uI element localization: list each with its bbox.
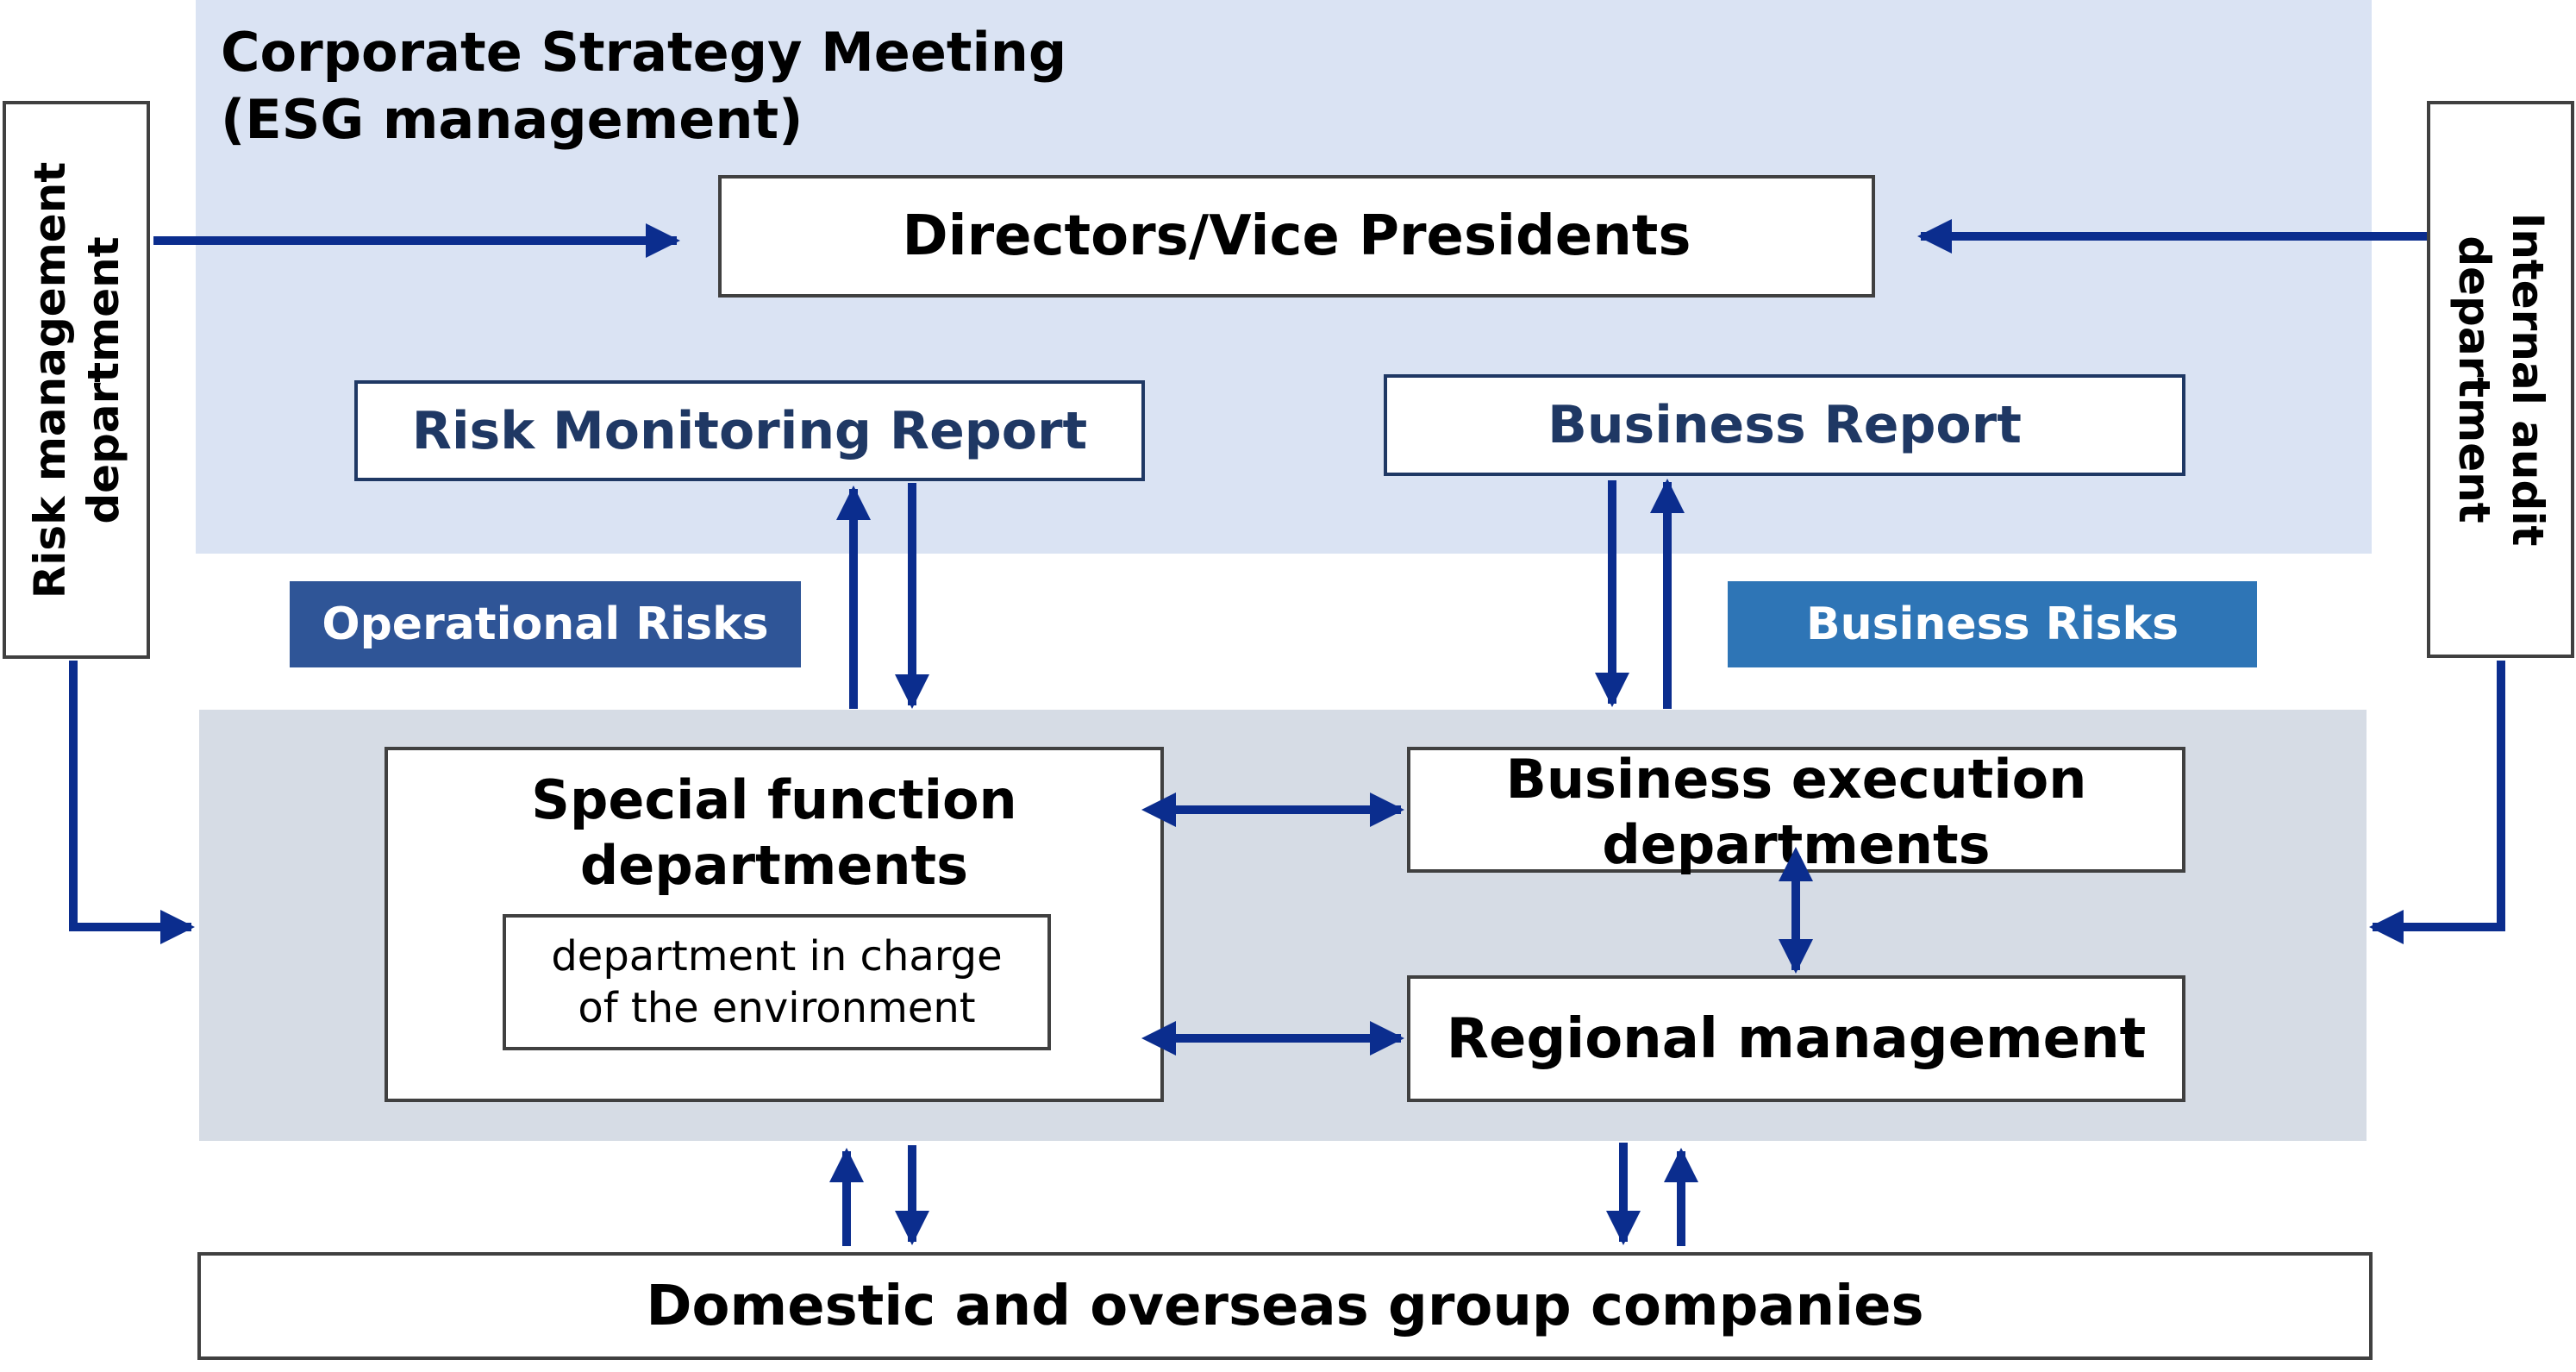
directors-label: Directors/Vice Presidents xyxy=(902,204,1691,268)
business-execution-line-1: Business execution xyxy=(1505,748,2087,811)
environment-department-line-2: of the environment xyxy=(578,984,976,1032)
operational-risks-tag: Operational Risks xyxy=(290,581,801,667)
risk-monitoring-report-label: Risk Monitoring Report xyxy=(411,400,1088,461)
business-report-box: Business Report xyxy=(1384,374,2185,476)
business-report-label: Business Report xyxy=(1547,395,2022,455)
audit-to-departments-arrow xyxy=(2369,661,2505,944)
panel-title: Corporate Strategy Meeting (ESG manageme… xyxy=(221,19,1066,153)
group-companies-box: Domestic and overseas group companies xyxy=(197,1252,2373,1360)
internal-audit-box: Internal audit department xyxy=(2427,101,2574,658)
risk-monitoring-report-box: Risk Monitoring Report xyxy=(354,380,1145,481)
title-line-2: (ESG management) xyxy=(221,88,803,151)
environment-department-line-1: department in charge xyxy=(551,932,1003,980)
special-function-label: Special function departments xyxy=(388,767,1160,899)
special-function-box: Special function departments department … xyxy=(385,747,1164,1102)
business-risks-tag: Business Risks xyxy=(1728,581,2257,667)
group-companies-label: Domestic and overseas group companies xyxy=(646,1274,1924,1338)
special-function-line-1: Special function xyxy=(531,768,1017,831)
title-line-1: Corporate Strategy Meeting xyxy=(221,21,1067,84)
operational-risks-label: Operational Risks xyxy=(322,598,769,650)
risk-management-box: Risk management department xyxy=(3,101,150,659)
business-execution-label: Business execution departments xyxy=(1410,747,2182,878)
directors-box: Directors/Vice Presidents xyxy=(718,175,1875,298)
business-risks-label: Business Risks xyxy=(1805,598,2179,650)
environment-department-box: department in charge of the environment xyxy=(503,914,1051,1050)
risk-to-departments-arrow xyxy=(69,661,195,944)
special-function-line-2: departments xyxy=(579,834,969,897)
regional-management-label: Regional management xyxy=(1446,1006,2147,1071)
regional-management-box: Regional management xyxy=(1407,975,2185,1102)
